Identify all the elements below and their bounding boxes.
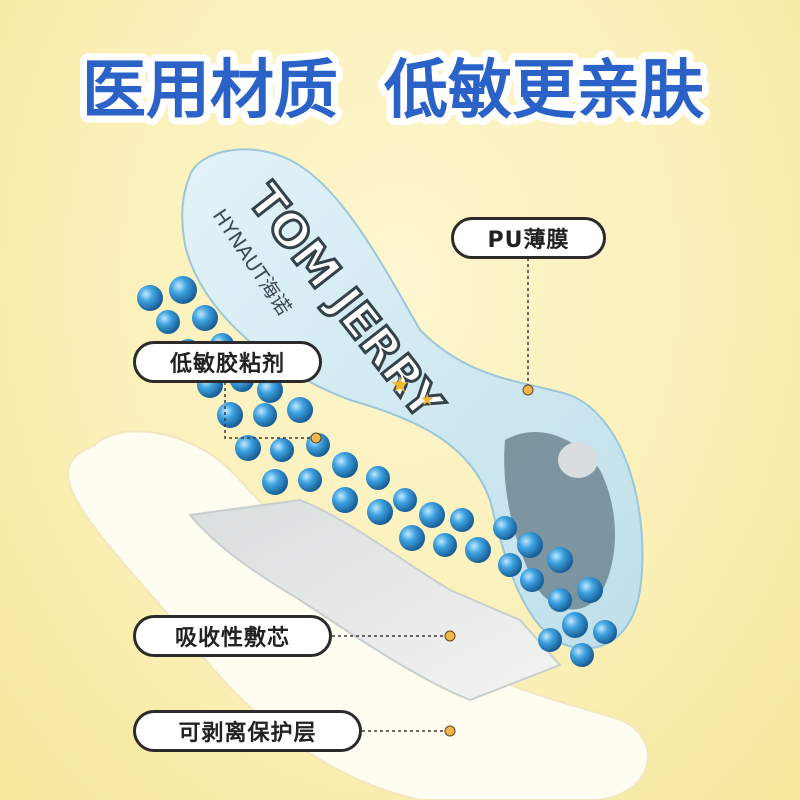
- bead: [548, 588, 572, 612]
- bead: [262, 469, 288, 495]
- bead: [493, 516, 517, 540]
- bead: [257, 377, 283, 403]
- leader-dot-core: [444, 630, 456, 642]
- bead: [367, 499, 393, 525]
- bead: [217, 402, 243, 428]
- bead: [498, 553, 522, 577]
- bead: [570, 643, 594, 667]
- headline-outline-1: 医用材质: [82, 54, 338, 128]
- bead: [169, 276, 197, 304]
- bead: [298, 468, 322, 492]
- label-pu-film: PU薄膜: [451, 217, 606, 259]
- bead: [253, 403, 277, 427]
- bead: [562, 612, 588, 638]
- bead: [192, 305, 218, 331]
- bead: [332, 487, 358, 513]
- label-protective-layer: 可剥离保护层: [133, 710, 362, 752]
- bead: [538, 628, 562, 652]
- leader-dot-protective: [444, 725, 456, 737]
- bead: [332, 452, 358, 478]
- cartoon-character: [504, 431, 615, 610]
- bead: [517, 532, 543, 558]
- headline-part1: 医用材质: [82, 54, 338, 128]
- bead: [366, 466, 390, 490]
- pad-star-2: ★: [420, 390, 434, 409]
- leader-dot-pu: [522, 384, 534, 396]
- bead: [393, 488, 417, 512]
- bead: [520, 568, 544, 592]
- bead: [465, 537, 491, 563]
- headline: 医用材质 医用材质 低敏更亲肤 低敏更亲肤: [75, 47, 711, 135]
- label-absorbent-core: 吸收性敷芯: [133, 615, 332, 657]
- absorbent-core: [188, 498, 562, 702]
- bead: [419, 502, 445, 528]
- bead: [287, 397, 313, 423]
- bead: [593, 620, 617, 644]
- bead: [235, 435, 261, 461]
- bead: [156, 310, 180, 334]
- leader-line-adhesive: [224, 382, 314, 439]
- cartoon-face: [558, 442, 598, 478]
- leader-dot-adhesive: [310, 432, 322, 444]
- bead: [547, 547, 573, 573]
- label-adhesive: 低敏胶粘剂: [133, 341, 322, 383]
- bead: [433, 533, 457, 557]
- bead: [399, 525, 425, 551]
- bead: [137, 285, 163, 311]
- bead: [450, 508, 474, 532]
- headline-outline-2: 低敏更亲肤: [384, 54, 704, 128]
- bead: [270, 438, 294, 462]
- headline-part2: 低敏更亲肤: [384, 54, 704, 128]
- pad-star-1: ★: [390, 373, 410, 398]
- bead: [577, 577, 603, 603]
